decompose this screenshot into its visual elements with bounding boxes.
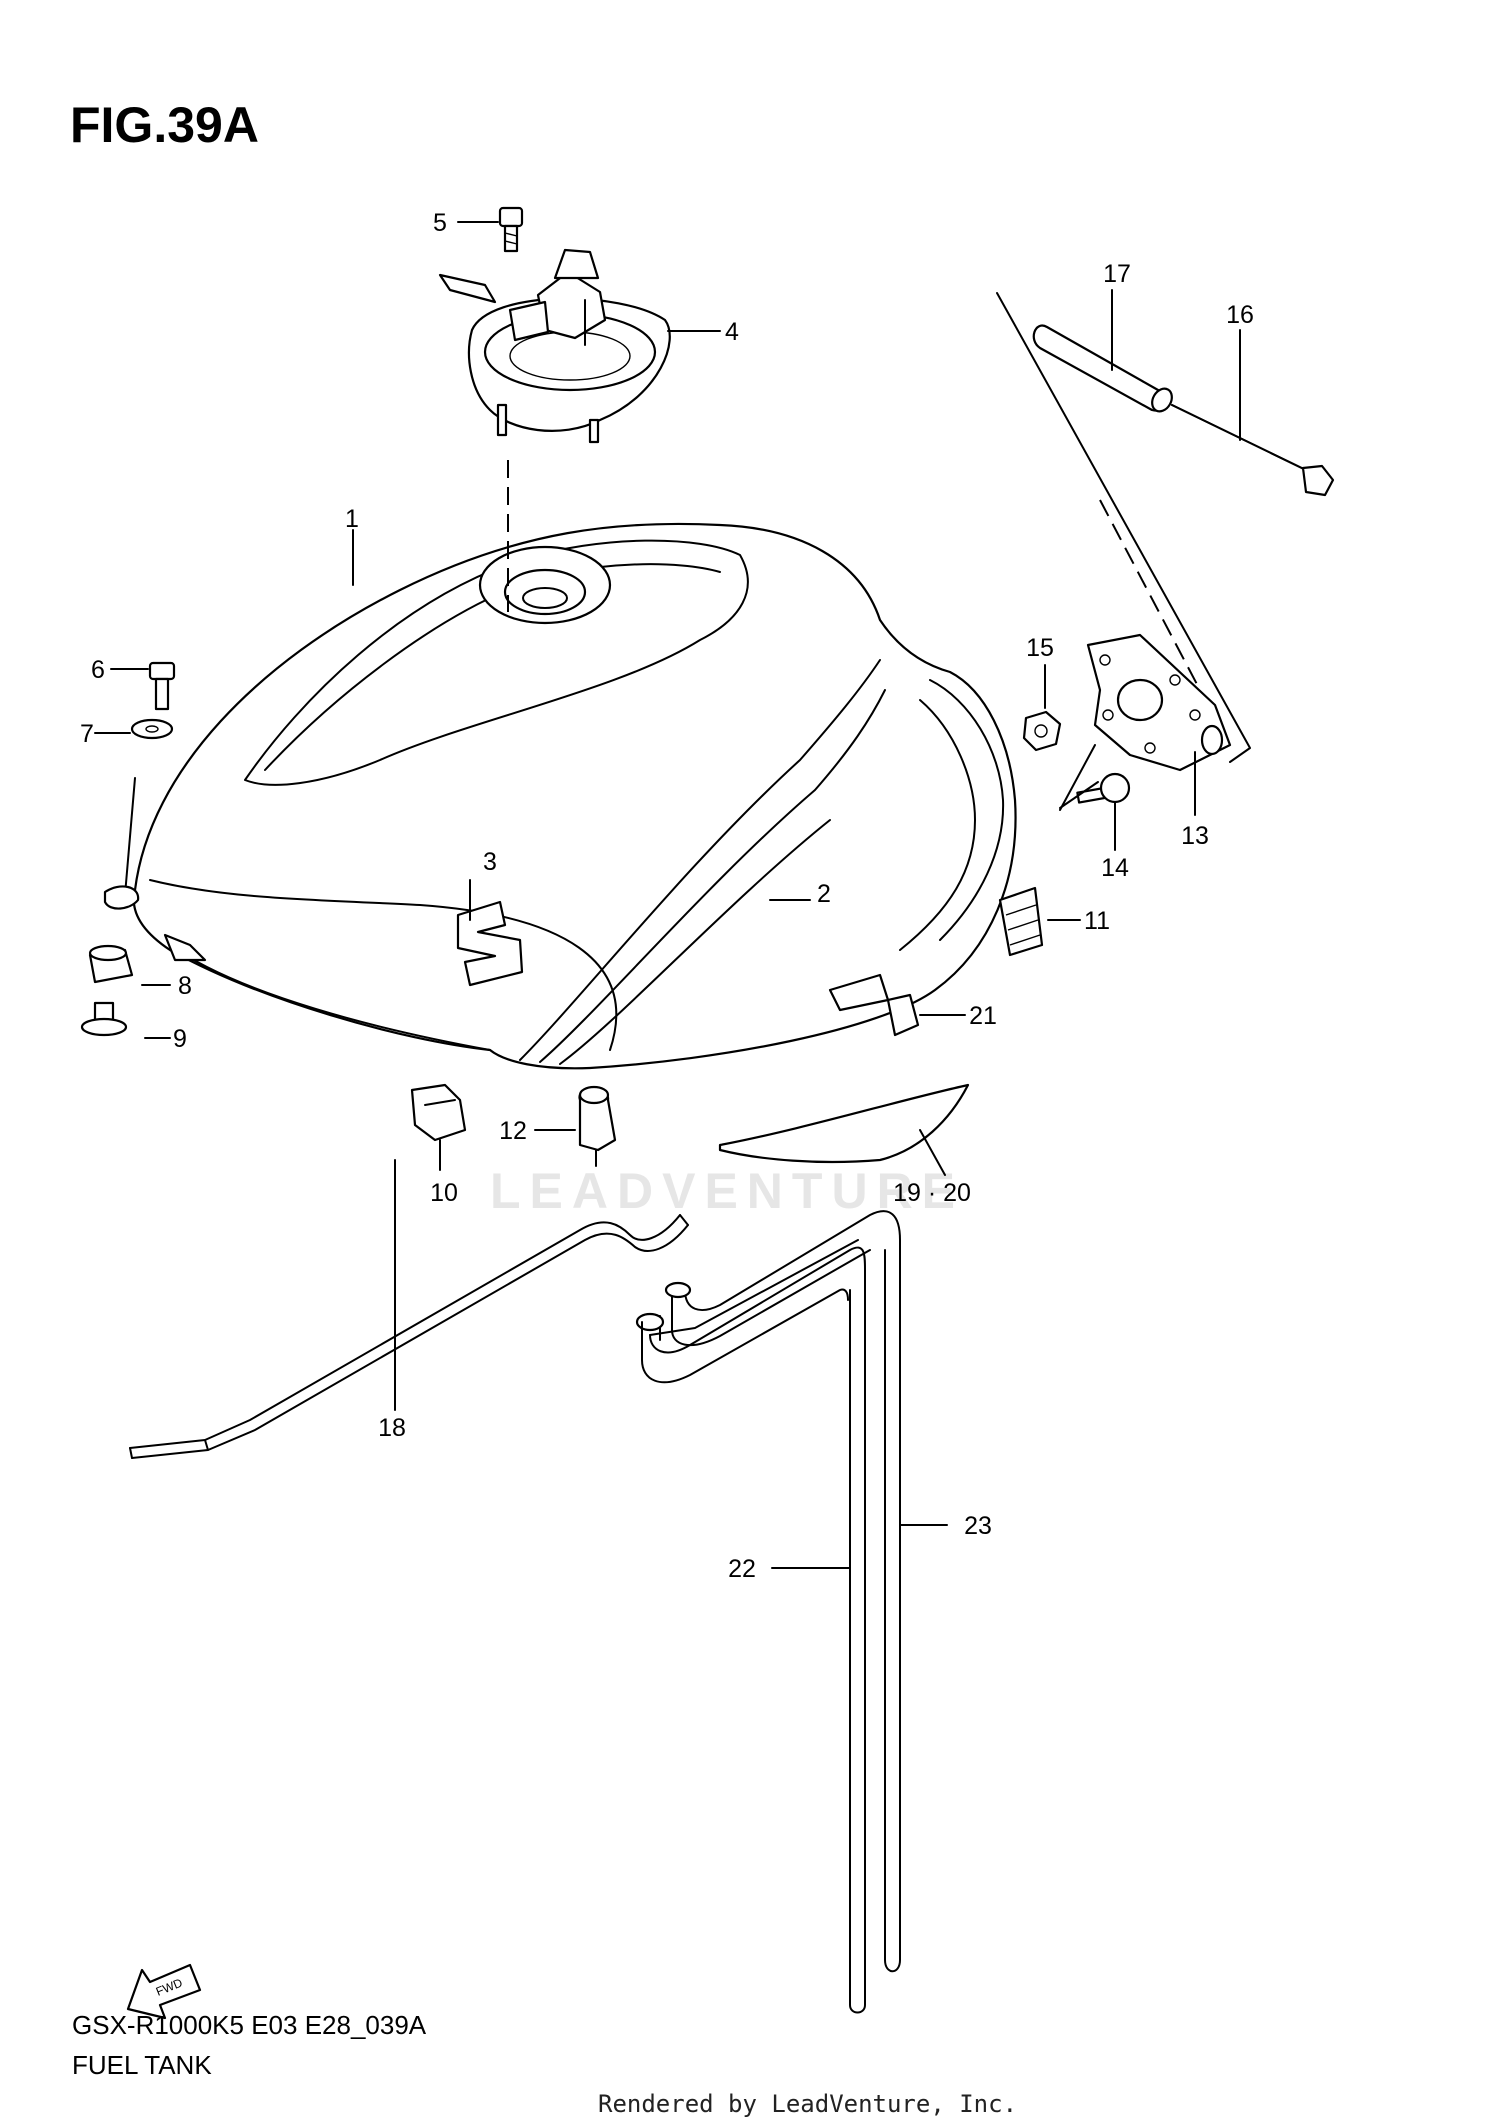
fuel-tank[interactable] [132, 522, 1017, 1070]
callout-19-20: 19 · 20 [893, 1179, 971, 1207]
callout-4: 4 [725, 318, 739, 346]
bolt-alignment-line [124, 777, 136, 896]
callout-21: 21 [969, 1002, 997, 1030]
callout-5: 5 [433, 209, 447, 237]
breather-hose[interactable] [129, 1214, 689, 1459]
bracket-bolt[interactable] [1076, 772, 1131, 804]
watermark: LEADVENTURE [490, 1163, 965, 1219]
rear-bracket[interactable] [1086, 633, 1232, 772]
callout-16: 16 [1226, 301, 1254, 329]
side-protector[interactable] [718, 1083, 970, 1164]
callout-2: 2 [817, 880, 831, 908]
leader-lines [94, 221, 1241, 1569]
callout-labels: 1 2 3 4 5 6 7 8 9 10 11 12 13 14 15 16 1… [80, 209, 1254, 1583]
overflow-hose[interactable] [664, 1210, 901, 1973]
fuel-cap-assembly[interactable] [438, 248, 671, 444]
tank-emblem[interactable] [456, 900, 524, 987]
assembly-guide-line-2 [1059, 744, 1096, 811]
assembly-guide-line [996, 292, 1251, 763]
bolt-washer[interactable] [130, 718, 174, 740]
tank-side-cushion[interactable] [886, 993, 920, 1037]
callout-22: 22 [728, 1555, 756, 1583]
rendered-by-note: Rendered by LeadVenture, Inc. [598, 2090, 1018, 2118]
model-code: GSX-R1000K5 E03 E28_039A [72, 2010, 427, 2040]
section-name: FUEL TANK [72, 2050, 212, 2080]
bracket-bolt-line [1059, 781, 1099, 809]
callout-13: 13 [1181, 822, 1209, 850]
callout-12: 12 [499, 1117, 527, 1145]
callout-17: 17 [1103, 260, 1131, 288]
assembly-guide-dash [1099, 499, 1201, 691]
long-bolt[interactable] [1171, 404, 1335, 497]
callout-3: 3 [483, 848, 497, 876]
callout-18: 18 [378, 1414, 406, 1442]
callout-10: 10 [430, 1179, 458, 1207]
callout-7: 7 [80, 720, 94, 748]
cushion-pad[interactable] [998, 886, 1044, 957]
cap-screw[interactable] [498, 206, 524, 253]
tank-cushion[interactable] [88, 944, 134, 984]
callout-6: 6 [91, 656, 105, 684]
figure-title: FIG.39A [70, 97, 259, 153]
callout-9: 9 [173, 1025, 187, 1053]
callout-11: 11 [1084, 907, 1110, 935]
callout-1: 1 [345, 505, 359, 533]
callout-15: 15 [1026, 634, 1054, 662]
callout-23: 23 [964, 1512, 992, 1540]
rear-cushion[interactable] [410, 1083, 467, 1142]
tank-collar[interactable] [80, 1001, 128, 1037]
callout-8: 8 [178, 972, 192, 1000]
spacer-tube[interactable] [1032, 324, 1176, 415]
callout-14: 14 [1101, 854, 1129, 882]
drain-hose[interactable] [635, 1239, 866, 2014]
forward-arrow-icon: FWD [126, 1963, 202, 2020]
tank-bolt[interactable] [148, 661, 176, 711]
tank-mount-tab [103, 885, 140, 910]
tank-damper[interactable] [578, 1085, 617, 1167]
bracket-nut[interactable] [1022, 710, 1062, 752]
